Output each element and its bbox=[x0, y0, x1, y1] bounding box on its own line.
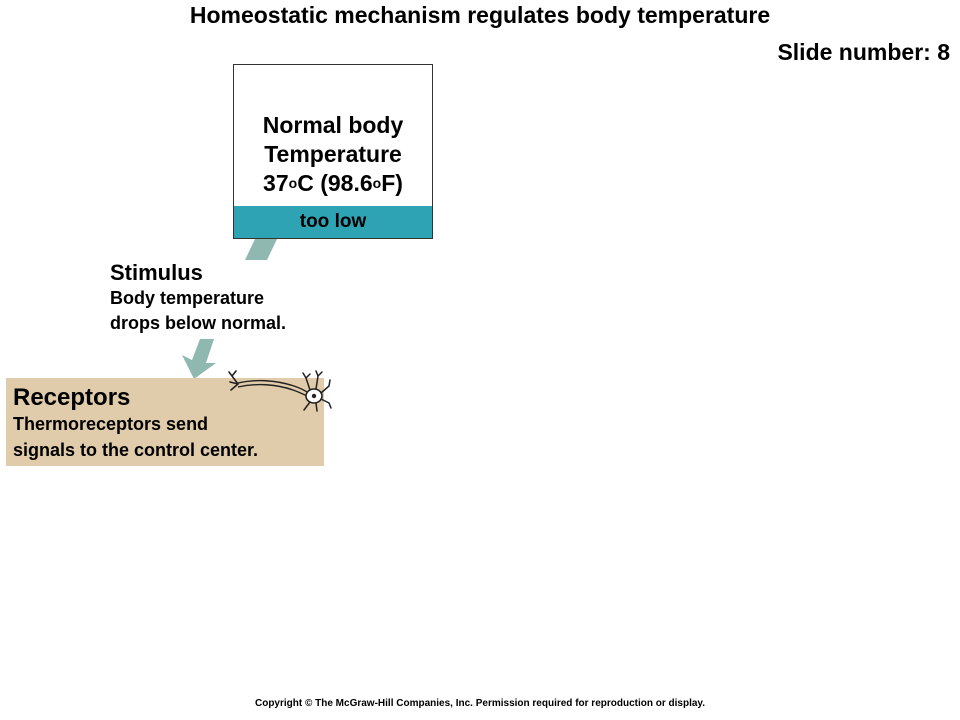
neuron-icon bbox=[228, 370, 332, 412]
stimulus-block: Stimulus Body temperature drops below no… bbox=[110, 259, 286, 336]
fahrenheit-unit: F) bbox=[381, 170, 403, 196]
arrow-stimulus-to-receptors bbox=[182, 339, 216, 379]
celsius-unit: C bbox=[297, 170, 314, 196]
stimulus-line-1: Body temperature bbox=[110, 288, 265, 308]
set-point-line-1: Normal body bbox=[262, 112, 404, 138]
set-point-line-2: Temperature bbox=[264, 141, 402, 167]
status-bar-too-low: too low bbox=[234, 206, 432, 238]
degree-mark-fahrenheit: o bbox=[372, 175, 382, 191]
copyright-notice: Copyright © The McGraw-Hill Companies, I… bbox=[254, 698, 706, 709]
receptors-line-1: Thermoreceptors send bbox=[13, 414, 209, 434]
set-point-text: Normal body Temperature 37oC (98.6oF) bbox=[234, 111, 432, 201]
arrow-setpoint-to-stimulus bbox=[245, 239, 277, 260]
set-point-temperature: 37oC (98.6oF) bbox=[234, 169, 432, 201]
stimulus-heading: Stimulus bbox=[110, 260, 203, 285]
set-point-box: Normal body Temperature 37oC (98.6oF) to… bbox=[233, 64, 433, 239]
receptors-panel: Receptors Thermoreceptors send signals t… bbox=[6, 378, 324, 466]
receptors-heading: Receptors bbox=[13, 384, 131, 411]
slide-title: Homeostatic mechanism regulates body tem… bbox=[189, 2, 771, 28]
slide-number: Slide number: 8 bbox=[777, 39, 950, 65]
stimulus-line-2: drops below normal. bbox=[110, 313, 287, 333]
celsius-value: 37 bbox=[263, 170, 289, 196]
fahrenheit-value: (98.6 bbox=[320, 170, 373, 196]
degree-mark-celsius: o bbox=[288, 175, 298, 191]
receptors-line-2: signals to the control center. bbox=[13, 440, 259, 460]
